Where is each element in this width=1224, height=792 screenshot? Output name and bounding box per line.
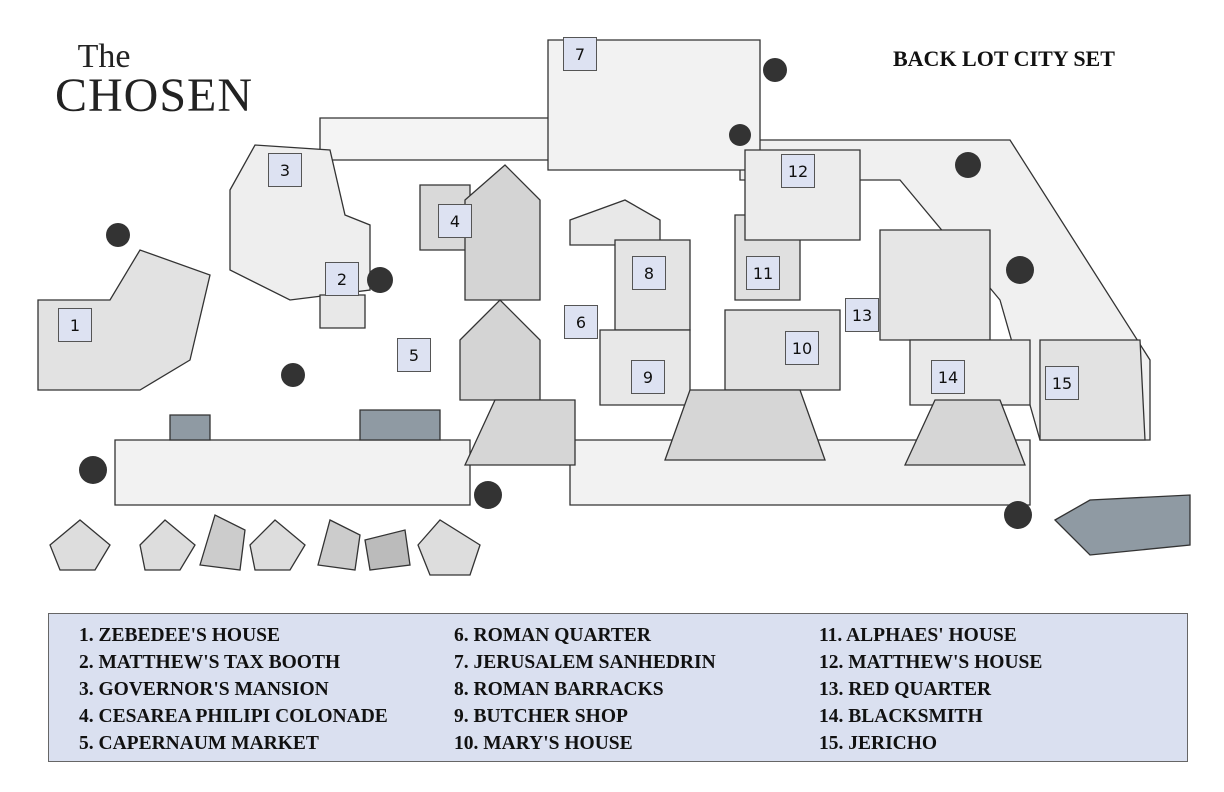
market-roof — [459, 299, 541, 401]
legend-item: 8. ROMAN BARRACKS — [454, 679, 664, 700]
the-chosen-logo: The CHOSEN — [55, 40, 253, 120]
marker-11[interactable]: 11 — [746, 256, 780, 290]
red-quarter — [879, 229, 991, 341]
gate-roof-right — [903, 399, 1026, 466]
gate-roof-center — [664, 389, 826, 461]
map-title: BACK LOT CITY SET — [893, 46, 1115, 71]
tent — [139, 519, 196, 571]
jericho — [1039, 339, 1146, 441]
legend-item: 12. MATTHEW'S HOUSE — [819, 652, 1043, 673]
legend-column: 11. ALPHAES' HOUSE 12. MATTHEW'S HOUSE 1… — [819, 622, 1042, 757]
legend: 1. ZEBEDEE'S HOUSE 2. MATTHEW'S TAX BOOT… — [48, 613, 1188, 762]
tent — [417, 519, 481, 576]
palm-trees — [79, 58, 1034, 529]
set-map — [37, 39, 1191, 576]
tent — [199, 514, 246, 571]
blacksmith — [909, 339, 1031, 406]
legend-item: 1. ZEBEDEE'S HOUSE — [79, 625, 281, 646]
legend-item: 3. GOVERNOR'S MANSION — [79, 679, 329, 700]
marker-2[interactable]: 2 — [325, 262, 359, 296]
marker-8[interactable]: 8 — [632, 256, 666, 290]
legend-item: 9. BUTCHER SHOP — [454, 706, 628, 727]
logo-chosen: CHOSEN — [55, 69, 254, 122]
tent — [249, 519, 306, 571]
marker-15[interactable]: 15 — [1045, 366, 1079, 400]
matthews-house — [744, 149, 861, 241]
marker-1[interactable]: 1 — [58, 308, 92, 342]
roman-temple — [569, 199, 661, 246]
legend-item: 5. CAPERNAUM MARKET — [79, 733, 319, 754]
marker-14[interactable]: 14 — [931, 360, 965, 394]
logo-the: The — [77, 38, 131, 75]
back-wall — [319, 117, 561, 161]
gate-roof-left — [463, 399, 576, 466]
marker-3[interactable]: 3 — [268, 153, 302, 187]
legend-item: 15. JERICHO — [819, 733, 938, 754]
zebedees-house — [37, 249, 211, 391]
tent — [364, 529, 411, 571]
marker-5[interactable]: 5 — [397, 338, 431, 372]
marker-6[interactable]: 6 — [564, 305, 598, 339]
tent — [317, 519, 361, 571]
marker-4[interactable]: 4 — [438, 204, 472, 238]
marys-house — [724, 309, 841, 391]
pergola — [1053, 494, 1191, 556]
roman-barracks-roof — [464, 164, 541, 301]
legend-item: 4. CESAREA PHILIPI COLONADE — [79, 706, 388, 727]
shade-2 — [359, 409, 441, 441]
legend-column: 1. ZEBEDEE'S HOUSE 2. MATTHEW'S TAX BOOT… — [79, 622, 388, 757]
tax-booth — [319, 294, 366, 329]
legend-item: 2. MATTHEW'S TAX BOOTH — [79, 652, 341, 673]
marker-13[interactable]: 13 — [845, 298, 879, 332]
legend-item: 13. RED QUARTER — [819, 679, 992, 700]
marker-9[interactable]: 9 — [631, 360, 665, 394]
legend-item: 6. ROMAN QUARTER — [454, 625, 652, 646]
legend-item: 14. BLACKSMITH — [819, 706, 983, 727]
marker-10[interactable]: 10 — [785, 331, 819, 365]
market-shade — [169, 414, 211, 441]
legend-item: 7. JERUSALEM SANHEDRIN — [454, 652, 716, 673]
front-wall — [114, 439, 471, 506]
governors-mansion — [229, 144, 371, 301]
tent — [49, 519, 111, 571]
legend-column: 6. ROMAN QUARTER 7. JERUSALEM SANHEDRIN … — [454, 622, 716, 757]
marker-7[interactable]: 7 — [563, 37, 597, 71]
legend-item: 10. MARY'S HOUSE — [454, 733, 633, 754]
legend-item: 11. ALPHAES' HOUSE — [819, 625, 1017, 646]
marker-12[interactable]: 12 — [781, 154, 815, 188]
